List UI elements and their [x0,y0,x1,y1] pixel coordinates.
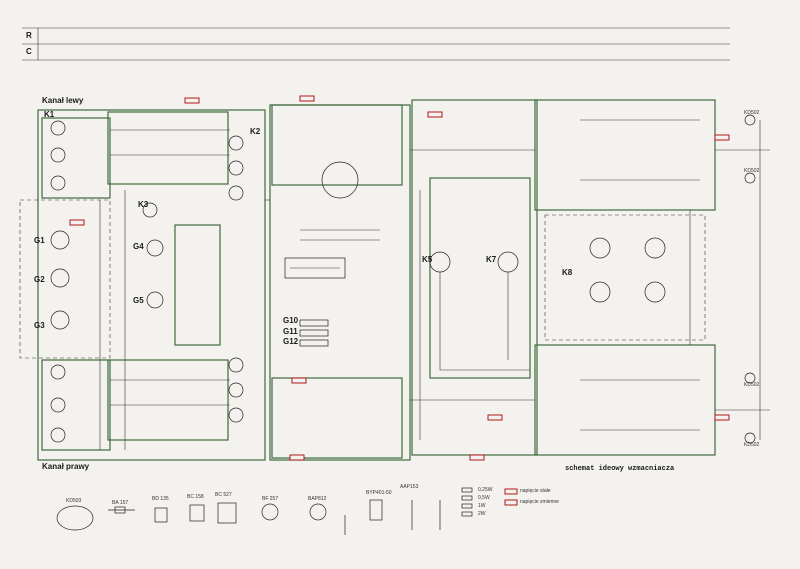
transformer [284,257,346,279]
connector-k7: K7 [486,255,497,264]
transistor-t4-label: KD502 [744,442,760,448]
connector-k8: K8 [562,268,573,277]
channel-left-label: Kanał lewy [42,96,84,105]
transistor-t1-label: KD502 [744,110,760,116]
knob-g4: G4 [133,242,144,251]
transistor-t3-label: KD502 [744,382,760,388]
preamp-left-block [107,111,229,185]
channel-right-label: Kanał prawy [42,462,90,471]
part-label-5: BC 527 [215,492,232,498]
row-r-label: R [26,31,32,40]
k8-protection-block [544,214,706,341]
tone-block [174,224,221,346]
part-label-2: BA 157 [112,500,129,506]
part-label-4: BC 158 [187,494,204,500]
legend-red-ac: napięcie zmienne [520,499,559,505]
k1-block [41,117,111,199]
knob-g10: G10 [283,316,299,325]
knob-g12: G12 [283,337,299,346]
part-label-1: KD503 [66,498,82,504]
row-c-label: C [26,47,32,56]
knob-g3: G3 [34,321,45,330]
connector-k1: K1 [44,110,55,119]
part-label-6: BF 257 [262,496,279,502]
legend-item-2: 0,5W [478,495,490,501]
part-label-7: BAP812 [308,496,327,502]
transistor-t2-label: KD502 [744,168,760,174]
diagram-title: schemat ideowy wzmacniacza [565,465,675,473]
legend-item-1: 0,25W [478,487,493,493]
part-label-9: AAP153 [400,484,419,490]
power-top-block [534,99,716,211]
knob-g2: G2 [34,275,45,284]
legend-red-dc: napięcie stałe [520,488,551,494]
part-label-3: BD 135 [152,496,169,502]
preamp-right-block [107,359,229,441]
left-input-block [37,109,266,461]
knob-g1: G1 [34,236,45,245]
legend-item-4: 2W [478,511,486,517]
g-knobs-frame [19,199,111,359]
knob-g5: G5 [133,296,144,305]
power-bottom-block [534,344,716,456]
part-label-8: BYP401-50 [366,490,392,496]
connector-k5: K5 [422,255,433,264]
legend-item-3: 1W [478,503,486,509]
connector-k3: K3 [138,200,149,209]
driver-top-block [271,104,403,186]
supply-block [269,104,411,461]
relay-block [411,99,538,456]
connector-k2: K2 [250,127,261,136]
driver-bottom-block [271,377,403,459]
knob-g11: G11 [283,327,298,336]
k5-k7-block [429,177,531,379]
